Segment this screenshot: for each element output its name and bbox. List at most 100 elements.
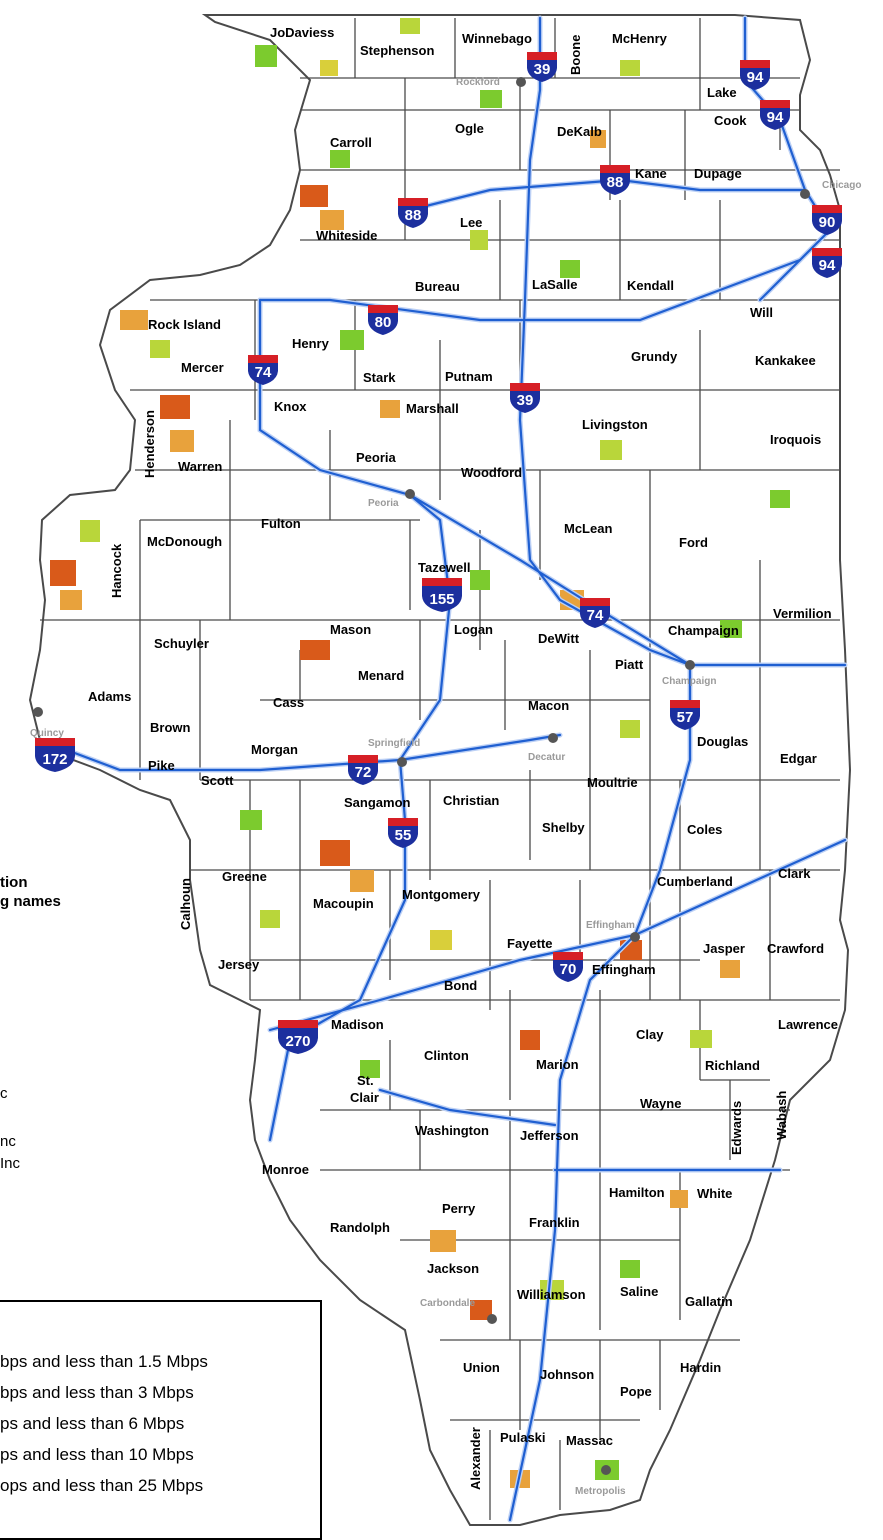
county-label: Clark: [778, 866, 811, 881]
illinois-state-outline: [28, 14, 852, 1526]
interstate-shield-icon: 74: [248, 355, 278, 385]
county-label: Cass: [273, 695, 304, 710]
county-label: Shelby: [542, 820, 585, 835]
county-label: Washington: [415, 1123, 489, 1138]
county-label: Pope: [620, 1384, 652, 1399]
county-label: Marion: [536, 1057, 579, 1072]
county-label: Johnson: [540, 1367, 594, 1382]
city-label: Effingham: [586, 920, 635, 931]
county-label: White: [697, 1186, 732, 1201]
city-dot: [487, 1314, 497, 1324]
county-label: Tazewell: [418, 560, 471, 575]
city-label: Chicago: [822, 180, 861, 191]
county-label: Pulaski: [500, 1430, 546, 1445]
city-dot: [548, 733, 558, 743]
county-label: Clair: [350, 1090, 379, 1105]
legend-item: ops and less than 25 Mbps: [0, 1476, 204, 1495]
city-dot: [800, 189, 810, 199]
county-label: Marshall: [406, 401, 459, 416]
shield-number: 72: [355, 764, 372, 781]
county-label: Gallatin: [685, 1294, 733, 1309]
county-label: Dupage: [694, 166, 742, 181]
legend-item: ps and less than 10 Mbps: [0, 1445, 194, 1464]
county-label: Richland: [705, 1058, 760, 1073]
city-dot: [630, 932, 640, 942]
shield-number: 39: [517, 392, 534, 409]
county-label: Christian: [443, 793, 499, 808]
county-label: Moultrie: [587, 775, 638, 790]
city-label: Decatur: [528, 752, 565, 763]
county-label: Perry: [442, 1201, 476, 1216]
county-label: Henderson: [142, 410, 157, 478]
shield-number: 70: [560, 961, 577, 978]
county-label: St.: [357, 1073, 374, 1088]
county-label: Stark: [363, 370, 396, 385]
interstate-shields: 39 94 94 88 88 90 94: [35, 52, 842, 1054]
county-label: Union: [463, 1360, 500, 1375]
city-dot: [685, 660, 695, 670]
county-label: Warren: [178, 459, 222, 474]
county-label: McLean: [564, 521, 612, 536]
city-dot: [397, 757, 407, 767]
county-label: Coles: [687, 822, 722, 837]
interstate-shield-icon: 72: [348, 755, 378, 785]
county-label: Hardin: [680, 1360, 721, 1375]
county-label: McHenry: [612, 31, 668, 46]
county-label: DeWitt: [538, 631, 580, 646]
county-label: Piatt: [615, 657, 644, 672]
county-label: Sangamon: [344, 795, 411, 810]
county-label: Douglas: [697, 734, 748, 749]
county-label: Grundy: [631, 349, 678, 364]
broadband-coverage-patches: [50, 18, 790, 1488]
county-label: Menard: [358, 668, 404, 683]
county-label: Will: [750, 305, 773, 320]
county-label: Crawford: [767, 941, 824, 956]
speed-legend: bps and less than 1.5 Mbps bps and less …: [0, 1300, 322, 1540]
county-label: Livingston: [582, 417, 648, 432]
city-dot: [516, 77, 526, 87]
city-label: Champaign: [662, 676, 716, 687]
county-label: Greene: [222, 869, 267, 884]
county-label: Henry: [292, 336, 330, 351]
county-labels: JoDaviess Stephenson Winnebago Boone McH…: [88, 25, 838, 1490]
county-label: Lake: [707, 85, 737, 100]
county-label: Franklin: [529, 1215, 580, 1230]
county-label: Cumberland: [657, 874, 733, 889]
county-label: Logan: [454, 622, 493, 637]
city-dot: [33, 707, 43, 717]
county-label: Lawrence: [778, 1017, 838, 1032]
shield-number: 74: [587, 607, 604, 624]
provider-entry: c: [0, 1085, 8, 1102]
city-label: Springfield: [368, 738, 420, 749]
county-label: Pike: [148, 758, 175, 773]
county-label: Wayne: [640, 1096, 681, 1111]
interstate-shield-icon: 94: [812, 248, 842, 278]
shield-number: 94: [819, 257, 836, 274]
county-label: Edwards: [729, 1101, 744, 1155]
county-label: Vermilion: [773, 606, 832, 621]
county-label: Whiteside: [316, 228, 377, 243]
legend-item: bps and less than 1.5 Mbps: [0, 1352, 208, 1371]
shield-number: 74: [255, 364, 272, 381]
county-label: Lee: [460, 215, 482, 230]
interstate-shield-icon: 57: [670, 700, 700, 730]
city-dots: [33, 77, 810, 1475]
county-label: Jasper: [703, 941, 745, 956]
shield-number: 94: [747, 69, 764, 86]
city-dot: [601, 1465, 611, 1475]
county-label: Randolph: [330, 1220, 390, 1235]
city-label: Metropolis: [575, 1486, 626, 1497]
county-label: Brown: [150, 720, 191, 735]
county-label: Schuyler: [154, 636, 209, 651]
county-label: Mercer: [181, 360, 224, 375]
county-label: Fulton: [261, 516, 301, 531]
county-label: Peoria: [356, 450, 397, 465]
county-label: DeKalb: [557, 124, 602, 139]
interstate-shield-icon: 90: [812, 205, 842, 235]
interstate-shield-icon: 39: [510, 383, 540, 413]
interstate-shield-icon: 155: [422, 578, 462, 612]
county-label: Bond: [444, 978, 477, 993]
shield-number: 39: [534, 61, 551, 78]
shield-number: 88: [405, 207, 422, 224]
county-label: Alexander: [468, 1427, 483, 1490]
